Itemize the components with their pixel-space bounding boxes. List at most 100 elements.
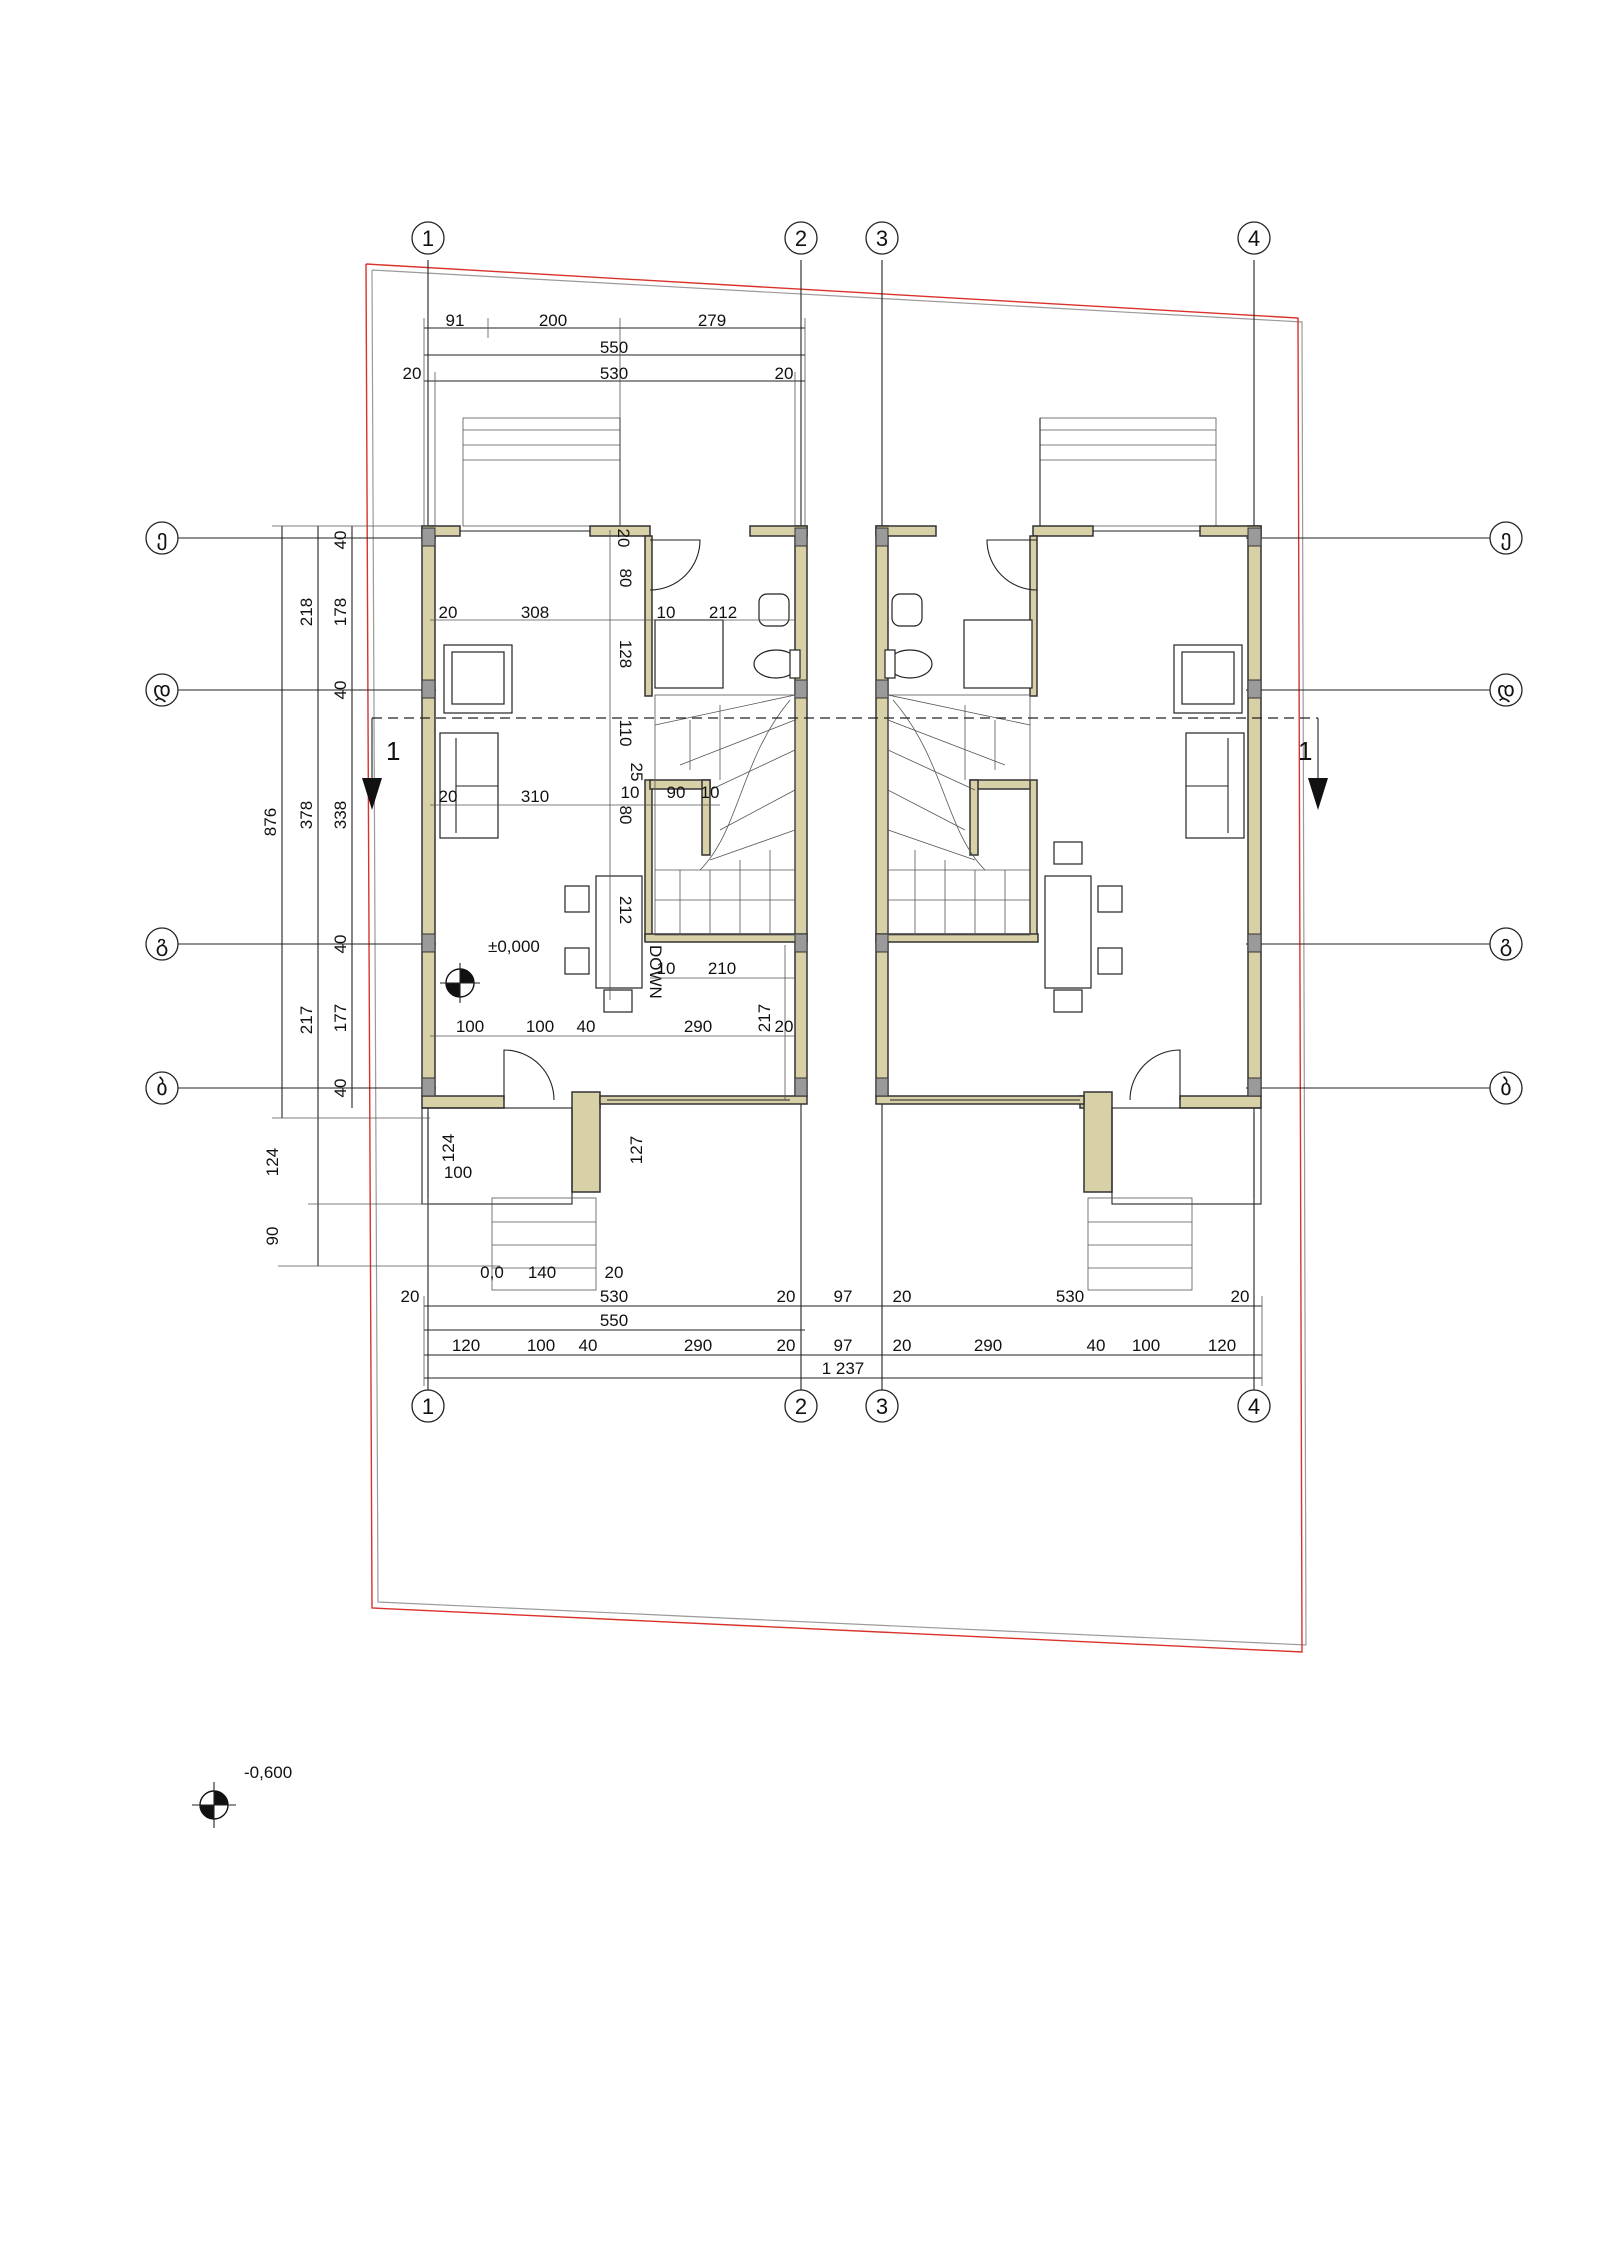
svg-text:1: 1: [422, 1394, 434, 1419]
svg-text:178: 178: [331, 598, 350, 626]
axis-bubble-left-top: ე: [145, 521, 179, 555]
svg-text:20: 20: [777, 1336, 796, 1355]
svg-text:218: 218: [297, 598, 316, 626]
axis-bubble-left-3: გ: [145, 927, 179, 961]
furniture-left: [439, 644, 643, 1013]
svg-text:2: 2: [795, 226, 807, 251]
site-boundary: [365, 263, 1307, 1653]
svg-text:40: 40: [331, 531, 350, 550]
svg-text:20: 20: [777, 1287, 796, 1306]
svg-text:20: 20: [893, 1287, 912, 1306]
svg-text:-0,600: -0,600: [244, 1763, 292, 1782]
staircase-left: DOWN: [646, 694, 796, 999]
svg-text:100: 100: [456, 1017, 484, 1036]
svg-text:10: 10: [657, 603, 676, 622]
axis-bubble-2-bottom: 2: [784, 1389, 818, 1423]
svg-text:0,0: 0,0: [480, 1263, 504, 1282]
axis-bubble-right-bottom: ბ: [1489, 1071, 1523, 1105]
svg-text:ე: ე: [1500, 525, 1511, 551]
section-cut: 1 1: [362, 717, 1328, 810]
svg-text:217: 217: [297, 1006, 316, 1034]
svg-text:±0,000: ±0,000: [488, 937, 540, 956]
svg-text:290: 290: [684, 1336, 712, 1355]
svg-text:338: 338: [331, 801, 350, 829]
svg-text:200: 200: [539, 311, 567, 330]
svg-text:ბ: ბ: [1500, 1075, 1511, 1100]
dimensions-bottom: 20 530 20 97 20 530 20 550 120 100 40 29…: [401, 1287, 1263, 1386]
svg-text:110: 110: [616, 719, 635, 746]
svg-text:91: 91: [446, 311, 465, 330]
svg-text:დ: დ: [153, 677, 171, 703]
svg-text:550: 550: [600, 338, 628, 357]
svg-text:128: 128: [616, 640, 635, 668]
svg-text:25: 25: [627, 763, 646, 782]
svg-text:10: 10: [701, 783, 720, 802]
svg-text:20: 20: [605, 1263, 624, 1282]
svg-text:4: 4: [1248, 226, 1260, 251]
svg-text:4: 4: [1248, 1394, 1260, 1419]
svg-text:308: 308: [521, 603, 549, 622]
furniture-right: [1044, 644, 1245, 1013]
svg-text:212: 212: [616, 896, 635, 924]
svg-text:310: 310: [521, 787, 549, 806]
axis-bubble-1-bottom: 1: [411, 1389, 445, 1423]
svg-text:20: 20: [403, 364, 422, 383]
axis-bubble-4-bottom: 4: [1237, 1389, 1271, 1423]
terrace-left: [462, 417, 621, 527]
svg-text:40: 40: [577, 1017, 596, 1036]
svg-text:279: 279: [698, 311, 726, 330]
dimensions-top: 91 200 279 550 20 530 20: [403, 311, 806, 526]
axis-bubble-right-3: გ: [1489, 927, 1523, 961]
svg-text:20: 20: [893, 1336, 912, 1355]
svg-text:DOWN: DOWN: [646, 945, 665, 999]
svg-text:გ: გ: [156, 931, 169, 957]
svg-text:212: 212: [709, 603, 737, 622]
svg-text:40: 40: [1087, 1336, 1106, 1355]
svg-text:40: 40: [579, 1336, 598, 1355]
svg-text:80: 80: [616, 569, 635, 588]
axis-bubble-left-2: დ: [145, 673, 179, 707]
entrance-right: [1087, 1107, 1262, 1291]
svg-text:80: 80: [616, 806, 635, 825]
entrance-left: [421, 1107, 597, 1291]
svg-text:120: 120: [1208, 1336, 1236, 1355]
svg-text:10: 10: [621, 783, 640, 802]
svg-text:20: 20: [439, 603, 458, 622]
svg-text:ე: ე: [156, 525, 167, 551]
axis-bubble-2-top: 2: [784, 221, 818, 255]
axis-bubble-left-bottom: ბ: [145, 1071, 179, 1105]
svg-text:40: 40: [331, 681, 350, 700]
svg-text:20: 20: [1231, 1287, 1250, 1306]
section-marker-left: 1: [386, 736, 400, 766]
svg-text:20: 20: [614, 529, 633, 548]
svg-text:140: 140: [528, 1263, 556, 1282]
svg-text:120: 120: [452, 1336, 480, 1355]
svg-text:210: 210: [708, 959, 736, 978]
staircase-right: DOWN: [887, 694, 1071, 954]
axis-bubble-3-bottom: 3: [865, 1389, 899, 1423]
svg-text:დ: დ: [1497, 677, 1515, 703]
svg-text:530: 530: [600, 1287, 628, 1306]
svg-text:20: 20: [439, 787, 458, 806]
svg-text:3: 3: [876, 226, 888, 251]
svg-text:100: 100: [527, 1336, 555, 1355]
svg-text:100: 100: [526, 1017, 554, 1036]
svg-text:20: 20: [775, 364, 794, 383]
svg-text:378: 378: [297, 801, 316, 829]
walls-left-unit: [421, 525, 808, 1193]
dimensions-left: 876 218 378 217 124 90 40 178 40 338 40 …: [261, 525, 500, 1267]
svg-text:100: 100: [444, 1163, 472, 1182]
svg-text:40: 40: [331, 1079, 350, 1098]
svg-text:127: 127: [627, 1136, 646, 1164]
axis-bubble-1-top: 1: [411, 221, 445, 255]
svg-text:530: 530: [600, 364, 628, 383]
section-marker-right: 1: [1298, 736, 1312, 766]
svg-text:876: 876: [261, 808, 280, 836]
axis-bubble-right-2: დ: [1489, 673, 1523, 707]
svg-text:530: 530: [1056, 1287, 1084, 1306]
svg-text:124: 124: [263, 1148, 282, 1176]
svg-text:100: 100: [1132, 1336, 1160, 1355]
svg-text:550: 550: [600, 1311, 628, 1330]
svg-text:177: 177: [331, 1004, 350, 1032]
svg-text:გ: გ: [1500, 931, 1513, 957]
